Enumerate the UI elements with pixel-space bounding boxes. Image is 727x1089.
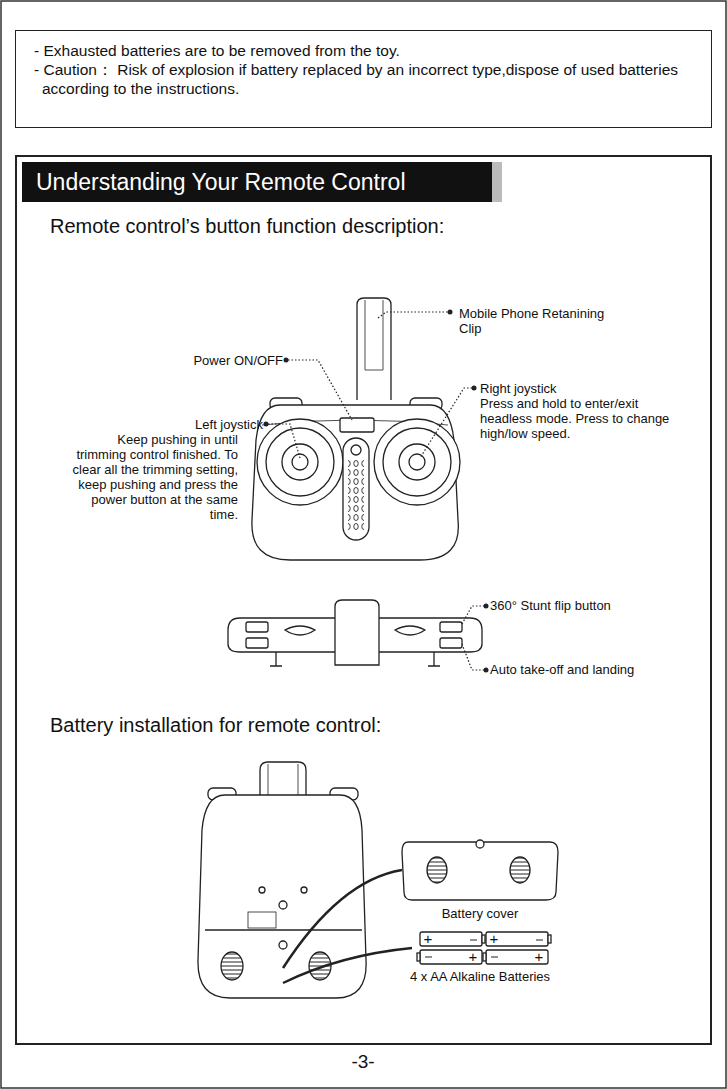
caution-box: - Exhausted batteries are to be removed … (15, 30, 712, 128)
part-label: Mobile Phone Retanining Clip (459, 306, 609, 336)
part-label: Left joystick (100, 417, 263, 432)
part-label: 360° Stunt flip button (490, 598, 690, 613)
section-title: Understanding Your Remote Control (36, 169, 478, 195)
warning-text: - Caution： Risk of explosion if battery … (34, 60, 693, 98)
part-label: Right joystick (480, 381, 680, 396)
polarity-mark: + (487, 930, 501, 947)
polarity-mark: + (466, 948, 480, 965)
section-band: Understanding Your Remote Control (22, 162, 492, 202)
part-note: Press and hold to enter/exit headless mo… (480, 396, 680, 441)
page-number: -3- (313, 1051, 413, 1072)
part-label: 4 x AA Alkaline Batteries (390, 969, 570, 984)
part-note: Keep pushing in until trimming control f… (68, 432, 238, 522)
polarity-mark: + (421, 930, 435, 947)
part-label: Auto take-off and landing (490, 662, 690, 677)
part-label: Battery cover (400, 906, 560, 921)
warning-text: - Exhausted batteries are to be removed … (34, 41, 693, 60)
sub-heading: Battery installation for remote control: (50, 714, 381, 737)
polarity-mark: + (532, 948, 546, 965)
sub-heading: Remote control’s button function descrip… (50, 215, 444, 238)
part-label: Power ON/OFF (150, 353, 283, 368)
